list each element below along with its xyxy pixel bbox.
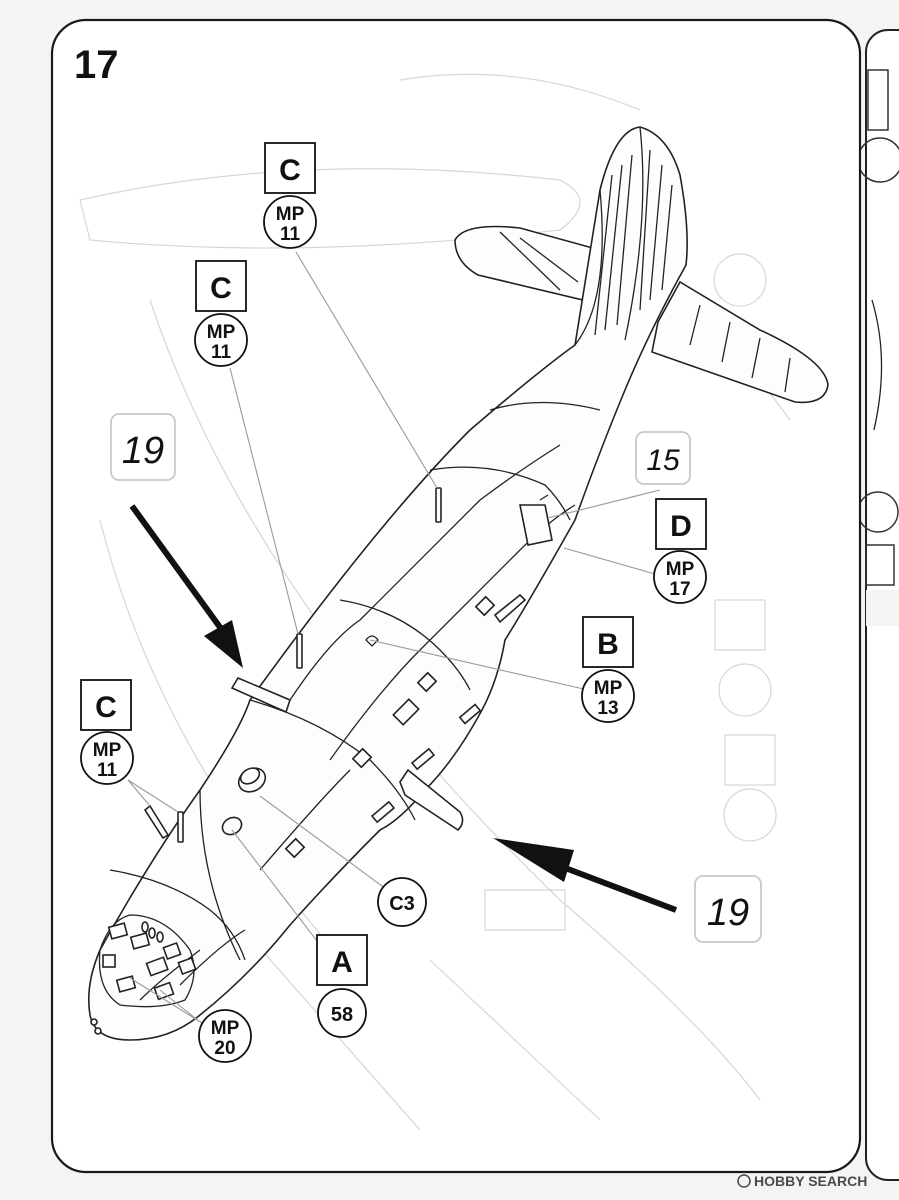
cockpit-canopy [90,914,197,1035]
callout-c-mid: C MP 11 [194,260,248,367]
ref-box-19-right: 19 [694,875,762,943]
callout-letter: C [210,272,232,305]
neighbor-panel [857,29,899,1181]
callout-letter: C [95,691,117,724]
callout-c-top: C MP 11 [263,142,317,249]
aircraft-fuselage [87,126,829,1041]
left-wing-root [230,676,291,714]
circle-mp20: MP 20 [198,1009,252,1063]
callout-code-line1: MP [93,740,122,761]
left-stabilizer [454,225,602,301]
callout-letter: B [597,628,619,661]
callout-code-line1: MP [207,322,236,343]
circle-mp20-line2: 20 [214,1038,235,1059]
ref-box-19-left: 19 [110,413,176,481]
circle-mp20-line1: MP [211,1018,240,1039]
callout-group: C MP 11 C MP 11 C MP 11 B MP 13 [80,142,707,1038]
callout-a: A 58 [316,934,368,1038]
step-number: 17 [74,43,119,87]
callout-letter: D [670,510,692,543]
callout-code-line1: MP [666,559,695,580]
callout-code-line1: MP [594,678,623,699]
callout-letter: A [331,946,353,979]
ref-box-15: 15 [635,431,691,485]
circle-c3: C3 [377,877,427,927]
callout-b: B MP 13 [581,616,635,723]
ref-label-15: 15 [646,444,680,477]
callout-code-line1: MP [276,204,305,225]
callout-d: D MP 17 [653,498,707,604]
callout-c-left: C MP 11 [80,679,134,785]
callout-code-line2: 13 [597,698,618,719]
direction-arrow-left [129,504,243,668]
callout-code-line2: 11 [211,342,232,363]
callout-code-line2: 11 [280,224,301,245]
right-wing-root [399,768,464,832]
callout-letter: C [279,154,301,187]
watermark: HOBBY SEARCH [737,1173,867,1189]
ref-label-19-left: 19 [122,430,164,472]
right-stabilizer [651,280,829,404]
direction-arrow-right [493,838,678,913]
callout-code-line2: 17 [669,579,690,600]
leader-lines [127,251,661,1031]
callout-code-line2: 11 [97,760,118,781]
watermark-text: HOBBY SEARCH [754,1173,867,1189]
callout-code-line1: 58 [331,1004,353,1026]
ref-label-19-right: 19 [707,892,749,934]
circle-c3-label: C3 [389,893,415,915]
